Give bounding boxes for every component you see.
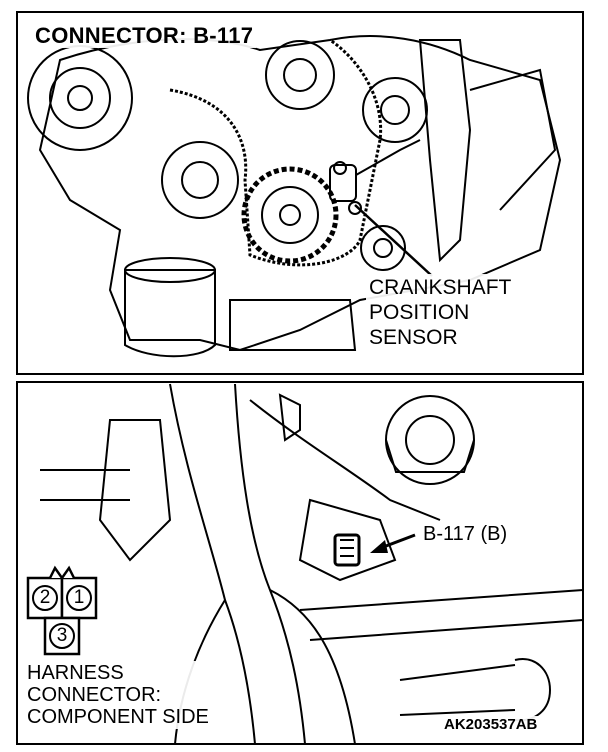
lower-cover	[229, 299, 357, 351]
sensor-label-line-2: POSITION	[369, 301, 470, 324]
left-pulley	[27, 45, 133, 151]
right-bracket	[418, 39, 472, 263]
left-bracket	[98, 419, 172, 562]
hose-right-edge	[234, 383, 306, 745]
pin-number-1: 1	[73, 587, 85, 608]
figure-code: AK203537AB	[441, 716, 541, 733]
connector-b117	[333, 533, 361, 567]
sensor-body	[329, 164, 357, 202]
wire-harness	[249, 399, 441, 521]
harness-connector-label: HARNESS CONNECTOR: COMPONENT SIDE	[24, 661, 212, 729]
connector-lock-tab	[48, 565, 76, 581]
sensor-leader-line	[354, 204, 433, 277]
harness-connector-symbol	[26, 565, 98, 656]
timing-belt	[169, 38, 383, 267]
crankshaft-sensor-label: CRANKSHAFT POSITION SENSOR	[366, 274, 515, 351]
harness-label-line-2: CONNECTOR:	[27, 684, 162, 706]
idler-pulley	[161, 141, 239, 219]
tensioner-pulley	[362, 77, 428, 143]
pin-number-2: 2	[39, 587, 51, 608]
harness-label-line-3: COMPONENT SIDE	[27, 706, 209, 728]
bottom-panel-border	[16, 381, 584, 745]
top-panel-border	[16, 11, 584, 375]
lower-idler	[360, 225, 406, 271]
diagram-title: CONNECTOR: B-117	[32, 24, 257, 48]
oil-filter	[124, 269, 216, 358]
oil-cap	[385, 395, 475, 485]
sensor-label-line-1: CRANKSHAFT	[369, 276, 512, 299]
connector-callout: B-117 (B)	[420, 523, 511, 545]
sensor-connector-area	[298, 498, 397, 582]
top-panel	[16, 11, 584, 375]
hose-left-edge	[169, 383, 256, 745]
bottom-panel	[16, 381, 584, 745]
upper-pulley	[265, 40, 335, 110]
lower-rail	[299, 589, 584, 641]
crankshaft-sprocket	[241, 166, 339, 264]
sensor-label-line-3: SENSOR	[369, 326, 458, 349]
pin-number-3: 3	[56, 625, 68, 646]
harness-label-line-1: HARNESS	[27, 662, 124, 684]
